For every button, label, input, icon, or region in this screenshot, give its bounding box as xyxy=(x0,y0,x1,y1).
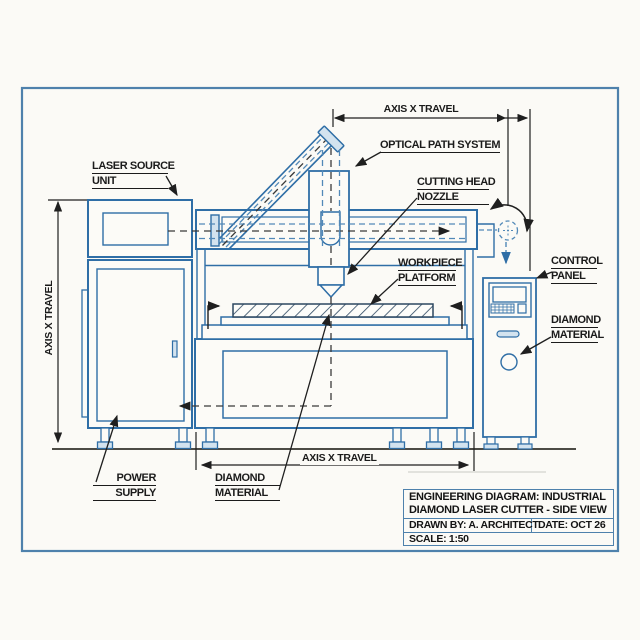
label-diamond-material-right: DIAMOND MATERIAL xyxy=(551,314,604,343)
panel-button xyxy=(517,303,527,314)
workpiece-platform xyxy=(201,316,468,340)
label-axis-x-travel-top: AXIS X TRAVEL xyxy=(383,103,459,115)
door-handle xyxy=(171,340,178,358)
label-power-supply: POWER SUPPLY xyxy=(93,472,156,502)
diamond-workpiece-hatch xyxy=(232,303,434,318)
laser-source-unit xyxy=(87,199,193,258)
leader-lines xyxy=(95,151,553,491)
slot xyxy=(496,330,520,338)
rotation-indicator xyxy=(489,197,534,265)
title-block: ENGINEERING DIAGRAM: INDUSTRIAL DIAMOND … xyxy=(403,489,614,546)
label-laser-source-unit: LASER SOURCE UNIT xyxy=(92,160,175,189)
label-optical-path-system: OPTICAL PATH SYSTEM xyxy=(380,139,501,153)
optical-path-vertical-tube xyxy=(308,170,350,268)
machine-base xyxy=(194,248,474,450)
nozzle-cone xyxy=(318,284,344,299)
rotation-arc-icon xyxy=(489,197,534,233)
cutting-head xyxy=(317,266,345,299)
dimension-bottom-axis-travel xyxy=(195,432,475,471)
dimension-left-axis-travel xyxy=(48,199,87,444)
lens-holder xyxy=(320,211,341,246)
screen xyxy=(492,286,527,303)
material-port-circle xyxy=(500,353,518,371)
control-panel-cabinet xyxy=(482,277,537,450)
title-block-title: ENGINEERING DIAGRAM: INDUSTRIAL DIAMOND … xyxy=(404,490,613,519)
diagonal-beam-dashes xyxy=(218,134,332,248)
power-supply-cabinet xyxy=(81,259,193,450)
title-block-date: DATE: OCT 26 xyxy=(538,519,606,531)
label-diamond-material-bottom: DIAMOND MATERIAL xyxy=(215,472,280,502)
gantry-end-bracket xyxy=(477,223,495,258)
label-axis-x-travel-bottom: AXIS X TRAVEL xyxy=(300,451,379,465)
label-axis-x-travel-left: AXIS X TRAVEL xyxy=(43,280,55,356)
keypad-icon xyxy=(490,303,515,314)
label-control-panel: CONTROL PANEL xyxy=(551,255,603,284)
mirror-icon xyxy=(317,125,345,153)
platform-travel-arrows xyxy=(207,301,463,329)
sheet-border xyxy=(20,86,620,553)
label-cutting-head-nozzle: CUTTING HEAD NOZZLE xyxy=(417,176,496,205)
dimension-top-axis-travel xyxy=(332,109,531,271)
label-workpiece-platform: WORKPIECE PLATFORM xyxy=(398,257,463,286)
laser-beam-path xyxy=(168,148,497,411)
title-block-scale: SCALE: 1:50 xyxy=(409,533,469,545)
title-block-drawn-by: DRAWN BY: A. ARCHITECT xyxy=(404,519,539,532)
